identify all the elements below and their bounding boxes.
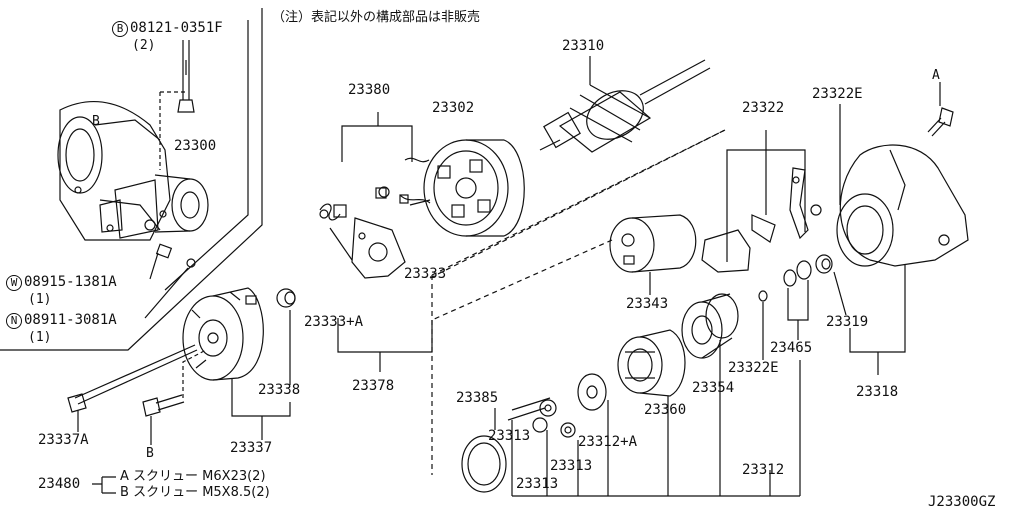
pinion-clutch-sketch — [681, 293, 739, 359]
item-letter: A — [120, 469, 129, 484]
part-label-23385: 23385 — [456, 390, 499, 406]
lever-plate-icon — [701, 229, 751, 273]
part-label-23312: 23312 — [742, 462, 785, 478]
part-label-23337a: 23337A — [38, 432, 89, 448]
part-label-23338: 23338 — [258, 382, 301, 398]
item-desc: スクリュー M6X23(2) — [133, 469, 266, 484]
qty: (1) — [28, 292, 52, 307]
callout-b: B — [146, 446, 154, 461]
qty: (2) — [132, 38, 156, 53]
part-label-23310: 23310 — [562, 38, 605, 54]
part-label-23312a: 23312+A — [578, 434, 638, 450]
assembly-envelope-dashed — [431, 129, 726, 475]
ball-icon — [810, 204, 822, 216]
bracket-23312 — [511, 360, 801, 497]
screw-kit-item-b: B スクリュー M5X8.5(2) — [120, 485, 270, 501]
leader-line — [149, 252, 159, 280]
item-letter: B — [120, 485, 129, 500]
screw-kit-item-a: A スクリュー M6X23(2) — [120, 469, 266, 485]
engine-block-sketch — [57, 100, 171, 241]
brush-spring-icon — [319, 203, 341, 221]
bracket-23380 — [341, 112, 413, 162]
part-label-23343: 23343 — [626, 296, 669, 312]
callout-b-small: B — [92, 114, 100, 129]
part-label-23322: 23322 — [742, 100, 785, 116]
badge-w: W — [6, 275, 22, 291]
nut-icon — [186, 258, 196, 268]
item-desc: スクリュー M5X8.5(2) — [133, 485, 270, 500]
brush-wire-sketch — [375, 157, 431, 206]
front-housing-sketch — [836, 144, 969, 267]
callout-a: A — [932, 68, 940, 83]
internal-gear-ring-icon — [461, 435, 507, 493]
bolt-icon — [177, 40, 195, 113]
part-no: 08915-1381A — [24, 274, 117, 290]
shift-lever-icon — [789, 167, 809, 240]
planet-gear-icons — [532, 399, 576, 438]
part-label-23378: 23378 — [352, 378, 395, 394]
armature-sketch — [539, 59, 711, 153]
part-label-23313-c: 23313 — [516, 476, 559, 492]
part-no: 08121-0351F — [130, 20, 223, 36]
note-text: （注）表記以外の構成部品は非販売 — [272, 10, 481, 25]
part-label-23300: 23300 — [174, 138, 217, 154]
part-label-23313-b: 23313 — [550, 458, 593, 474]
bracket-23322 — [726, 130, 806, 262]
through-bolt-icon — [67, 344, 198, 413]
rear-cover-sketch — [182, 287, 264, 381]
part-label-23337: 23337 — [230, 440, 273, 456]
part-label-23380: 23380 — [348, 82, 391, 98]
screw-icon — [142, 394, 185, 417]
bracket-23318 — [849, 264, 906, 375]
screw-kit-part-no: 23480 — [38, 476, 81, 492]
ring-icons — [758, 254, 833, 302]
installed-starter-sketch — [99, 174, 209, 239]
washer-icon — [155, 243, 173, 259]
planet-carrier-icon — [577, 373, 607, 411]
part-label-23333: 23333 — [404, 266, 447, 282]
part-label-23319: 23319 — [826, 314, 869, 330]
part-label-23318: 23318 — [856, 384, 899, 400]
frame-lines — [0, 8, 263, 351]
part-label-23313-a: 23313 — [488, 428, 531, 444]
brush-plate-sketch — [351, 217, 406, 279]
part-no: 08911-3081A — [24, 312, 117, 328]
part-label-23360: 23360 — [644, 402, 687, 418]
brush-icon — [333, 204, 347, 218]
part-label-23302: 23302 — [432, 100, 475, 116]
part-label-23354: 23354 — [692, 380, 735, 396]
part-label-23465: 23465 — [770, 340, 813, 356]
part-label-23322e-top: 23322E — [812, 86, 863, 102]
part-label-23333a: 23333+A — [304, 314, 364, 330]
qty: (1) — [28, 330, 52, 345]
badge-b: B — [112, 21, 128, 37]
bushing-icon — [276, 288, 296, 308]
clutch-body-sketch — [617, 329, 686, 397]
bracket-23378 — [337, 318, 433, 372]
bracket-23337 — [231, 378, 291, 417]
bracket-23480 — [92, 476, 116, 494]
badge-n: N — [6, 313, 22, 329]
part-label-23322e-bottom: 23322E — [728, 360, 779, 376]
solenoid-sketch — [609, 214, 697, 273]
brush-holder-23302-sketch — [423, 139, 525, 237]
lever-shim-icon — [751, 214, 776, 243]
bolt-a-icon — [927, 107, 954, 137]
drawing-code: J23300GZ — [928, 494, 996, 510]
